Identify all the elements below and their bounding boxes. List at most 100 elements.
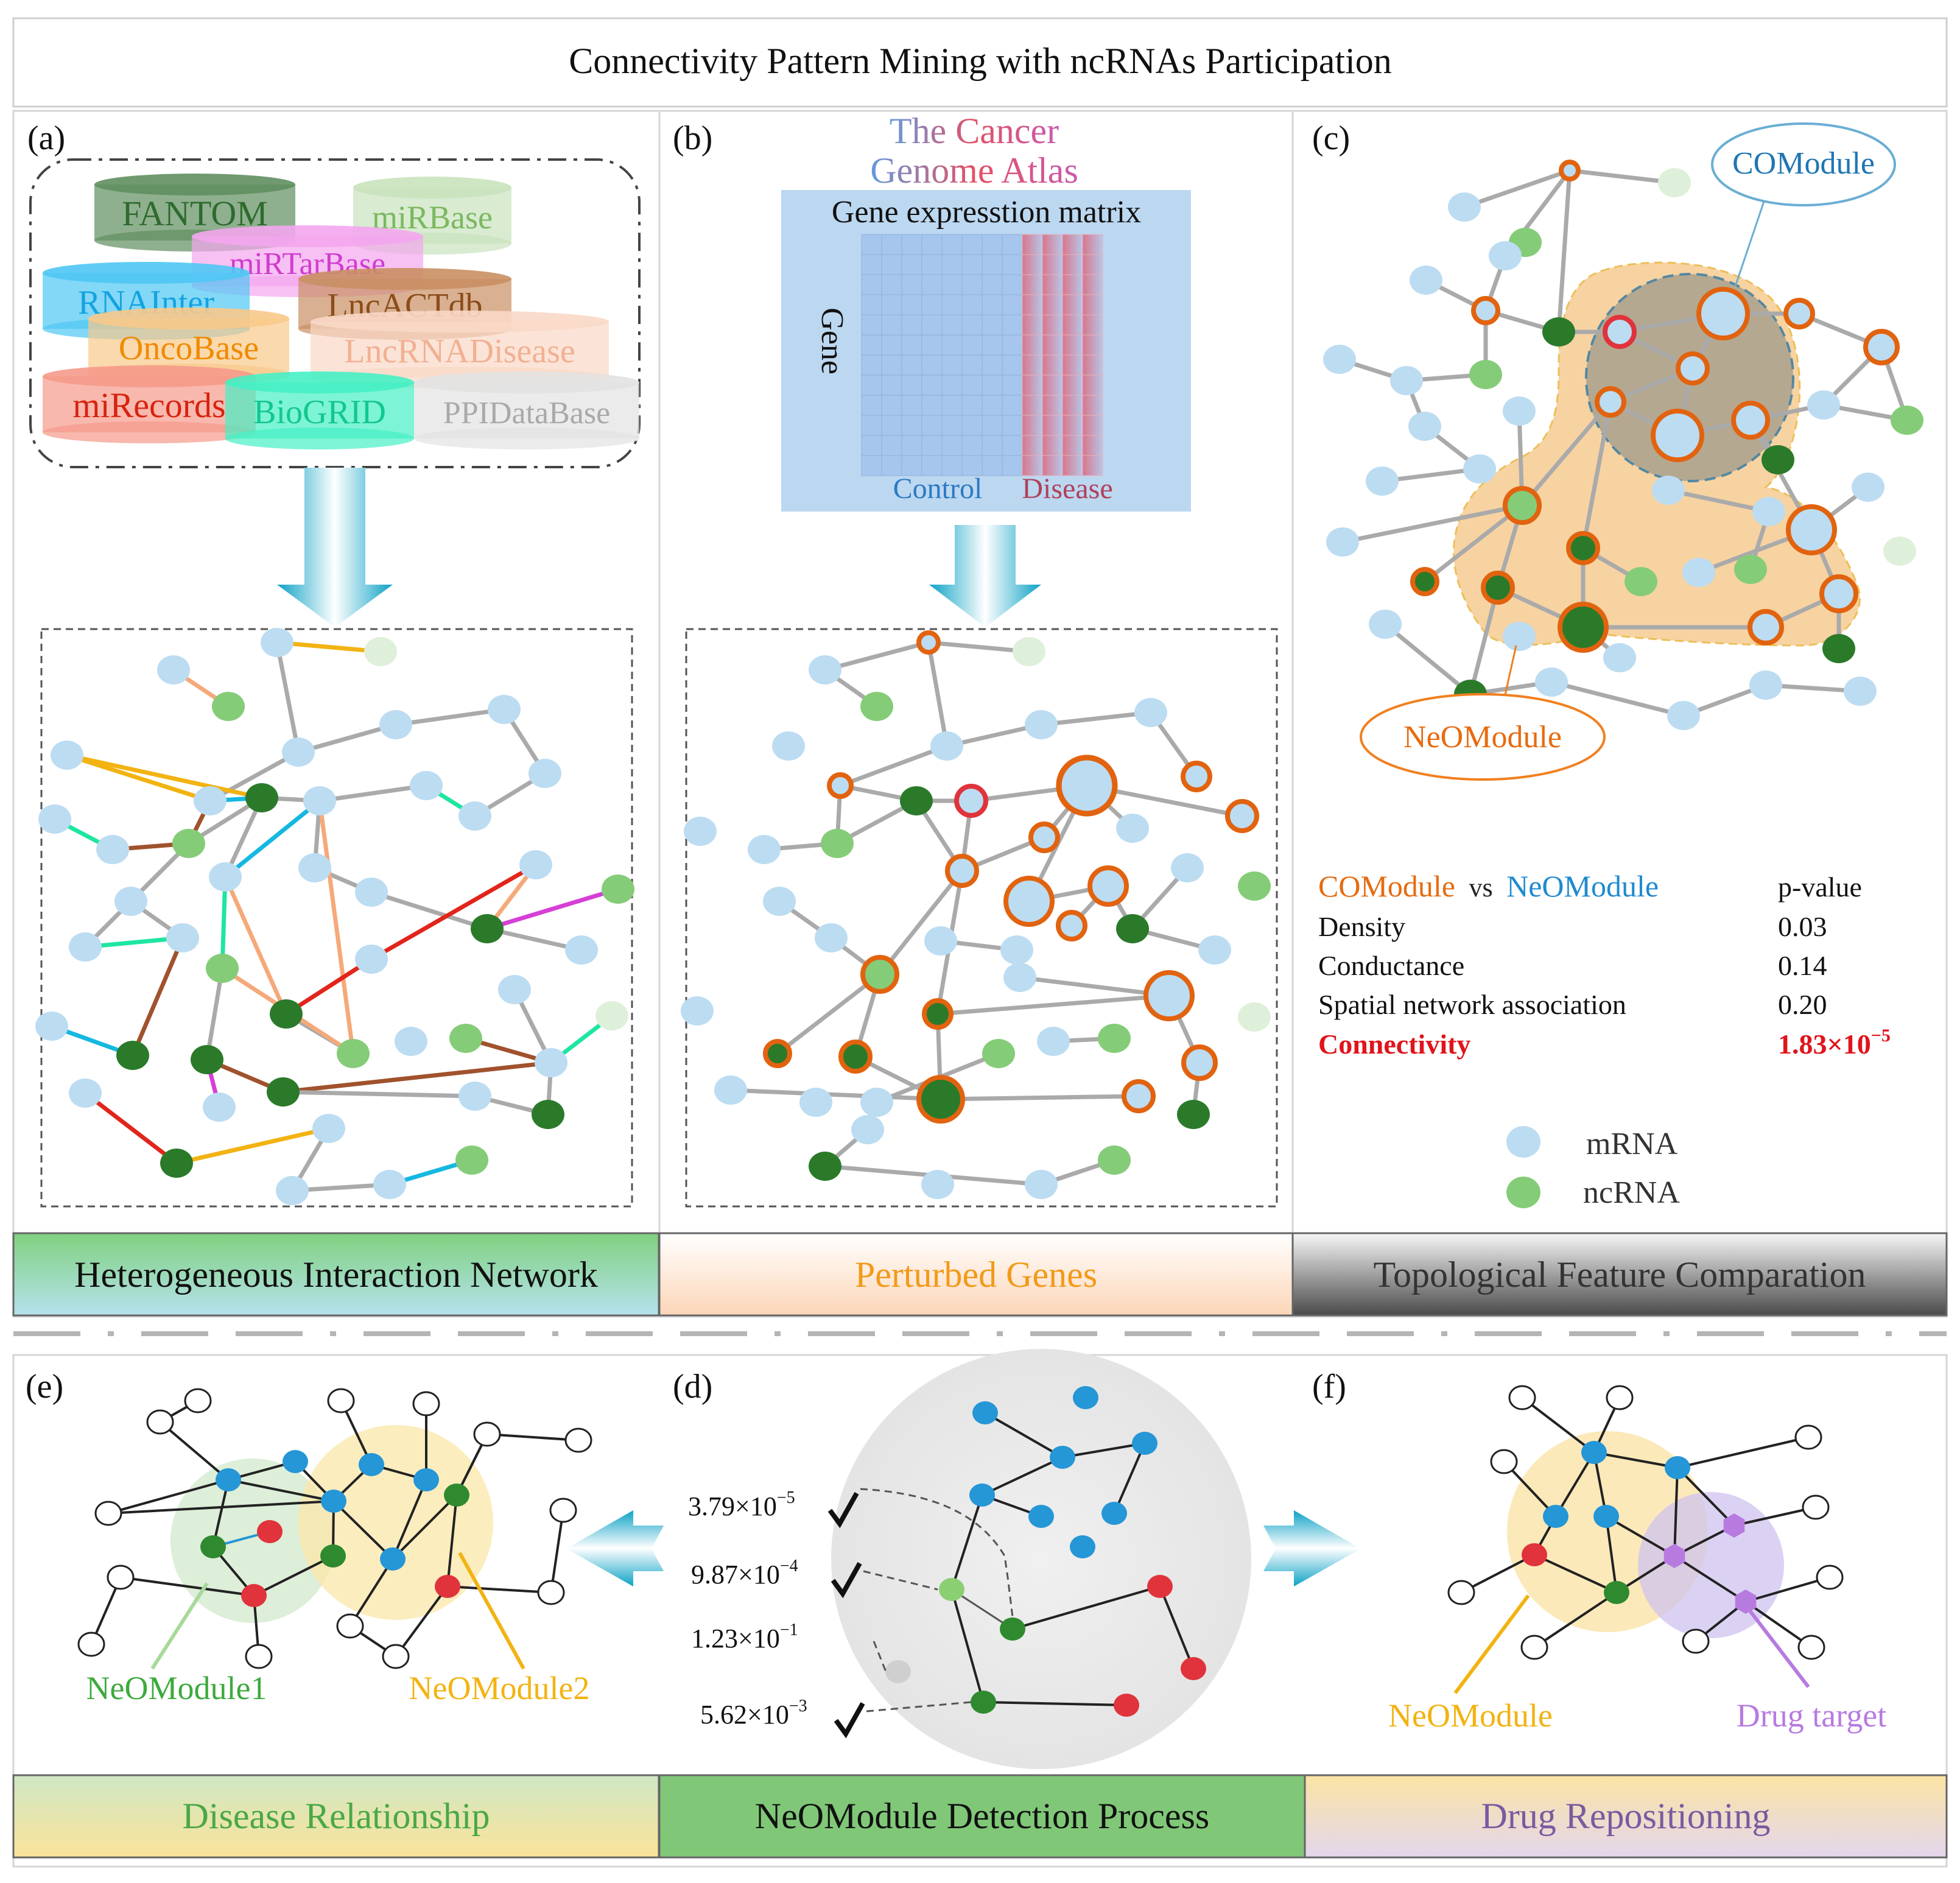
mrna-node <box>1025 710 1058 739</box>
mrna-node <box>1844 677 1877 706</box>
module-node <box>1070 1535 1095 1558</box>
module-node <box>257 1520 283 1543</box>
perturbed-node <box>1676 351 1710 385</box>
footer-bar-a: Heterogeneous Interaction Network <box>12 1232 660 1317</box>
database-label: FANTOM <box>122 194 268 233</box>
mrna-node <box>1652 476 1685 505</box>
mrna-node <box>763 887 796 916</box>
mrna-node <box>1408 412 1441 441</box>
mrna-node <box>1037 1027 1070 1056</box>
module-label-f: NeOModule <box>1388 1697 1553 1734</box>
node-legend: mRNA ncRNA <box>1506 1126 1680 1210</box>
mrna-node <box>1603 643 1636 672</box>
background-node <box>1520 1635 1548 1660</box>
ncrna-node <box>1542 317 1575 347</box>
edge <box>283 1089 476 1099</box>
mrna-node <box>924 926 957 956</box>
ncrna-node <box>1238 1002 1271 1032</box>
ncrna-node <box>1098 1146 1131 1175</box>
module-node <box>241 1584 267 1607</box>
comodule-callout-line <box>1734 195 1767 287</box>
gene-axis-label: Gene <box>815 308 849 375</box>
mrna-node <box>1116 814 1149 843</box>
background-node <box>549 1498 577 1523</box>
perturbed-node <box>1863 329 1900 365</box>
perturbed-node <box>1122 1079 1156 1113</box>
mrna-node <box>203 1093 236 1122</box>
drug-network <box>1447 1385 1844 1660</box>
perturbed-node <box>838 1040 873 1074</box>
mrna-node <box>488 695 521 724</box>
mrna-node <box>373 1170 406 1199</box>
bottom-row-frame <box>12 1354 1948 1868</box>
perturbed-node <box>1731 401 1770 440</box>
ncrna-node <box>245 783 278 812</box>
background-node <box>146 1409 174 1435</box>
metric-name: Spatial network association <box>1318 989 1626 1020</box>
edge <box>220 876 228 969</box>
ncrna-node <box>532 1100 564 1129</box>
mrna-node <box>355 945 388 974</box>
drug-target-node <box>1735 1589 1757 1614</box>
pvalue-connector <box>863 1570 938 1591</box>
mrna-node <box>1410 266 1442 295</box>
mrna-node <box>1807 390 1840 420</box>
edge <box>66 753 211 803</box>
table-header: COModule vs NeOModule <box>1318 869 1659 903</box>
ncrna-node <box>821 829 854 858</box>
edge <box>83 1091 178 1165</box>
module-node <box>885 1660 911 1683</box>
drug-target-node <box>1663 1544 1685 1568</box>
mrna-node <box>930 731 963 761</box>
module-node <box>1581 1441 1607 1464</box>
perturbed-node <box>1003 876 1055 927</box>
mrna-node <box>809 655 841 685</box>
database-ppidatabase: PPIDataBase <box>414 371 639 449</box>
module-node <box>1101 1502 1127 1525</box>
background-node <box>184 1388 212 1413</box>
pvalue-exponent: −3 <box>789 1697 807 1716</box>
mrna-node <box>748 835 781 864</box>
edge <box>486 1433 579 1441</box>
edge <box>253 1555 334 1597</box>
edge <box>447 1585 552 1594</box>
panel-f: (f) NeOModule Drug target <box>1263 1368 1886 1734</box>
mrna-node <box>529 759 561 788</box>
panel-b-label: (b) <box>673 119 712 157</box>
edge <box>349 1558 394 1627</box>
panel-c: (c) COModule NeOModule COModule vs NeOMo… <box>1312 119 1923 1210</box>
perturbed-node <box>954 784 988 818</box>
module-node <box>444 1484 469 1507</box>
pvalue-label: 9.87×10−4 <box>691 1557 798 1589</box>
perturbed-node <box>1056 910 1087 942</box>
perturbed-node <box>1786 504 1837 555</box>
candidate-pvalues: 3.79×10−59.87×10−41.23×10−15.62×10−3 <box>688 1488 1014 1739</box>
header-comodule: COModule <box>1318 869 1455 903</box>
ncrna-node <box>1658 168 1691 197</box>
module-node <box>969 1484 995 1507</box>
module-node <box>1543 1505 1568 1528</box>
edge <box>550 1510 564 1593</box>
ncrna-node <box>172 829 205 858</box>
module-node <box>1147 1575 1173 1598</box>
edge <box>1521 1396 1595 1454</box>
edge <box>878 869 964 976</box>
ncrna-node <box>982 1039 1015 1068</box>
ncrna-node <box>267 1077 300 1107</box>
edge <box>298 722 396 755</box>
matrix-title: Gene expresstion matrix <box>832 195 1141 230</box>
mrna-node <box>684 817 717 846</box>
ncrna-node <box>455 1146 488 1175</box>
neomodule-callout <box>1360 693 1606 781</box>
panel-d: (d) 3.79×10−59.87×10−41.23×10−15.62×10−3 <box>673 1349 1251 1769</box>
mrna-node <box>410 771 443 800</box>
edge <box>319 783 427 803</box>
background-node <box>1447 1580 1475 1605</box>
legend-ncrna-label: ncRNA <box>1583 1175 1680 1210</box>
mrna-node <box>1025 1170 1058 1199</box>
ncrna-node <box>364 637 397 666</box>
database-mirecords: miRecords <box>43 365 256 443</box>
network-frame-b <box>685 628 1278 1208</box>
edge <box>223 799 321 879</box>
mrna-node <box>51 741 83 770</box>
